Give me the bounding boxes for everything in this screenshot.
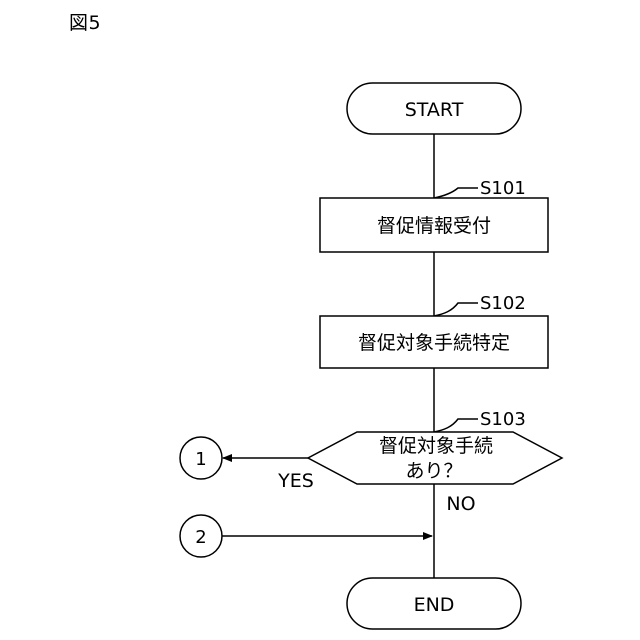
step-s103: S103 督促対象手続 あり？ YES NO: [277, 409, 562, 515]
s103-step-label: S103: [480, 409, 526, 430]
s101-leader-line: [434, 188, 478, 198]
s103-yes-label: YES: [277, 470, 314, 492]
connector-1: 1: [180, 437, 222, 479]
s103-no-label: NO: [446, 493, 475, 515]
s101-step-label: S101: [480, 178, 526, 199]
s101-text: 督促情報受付: [377, 215, 491, 237]
s103-text-line2: あり？: [405, 460, 462, 482]
s103-leader-line: [434, 419, 478, 432]
s102-step-label: S102: [480, 293, 526, 314]
end-label: END: [414, 594, 455, 616]
connector-2-label: 2: [195, 527, 206, 548]
s102-leader-line: [434, 303, 478, 316]
end-terminator: END: [347, 578, 521, 629]
s102-text: 督促対象手続特定: [358, 332, 510, 354]
s103-text-line1: 督促対象手続: [379, 435, 493, 457]
connector-1-label: 1: [195, 449, 206, 470]
start-label: START: [405, 99, 464, 121]
start-terminator: START: [347, 83, 521, 134]
connector-2: 2: [180, 515, 222, 557]
